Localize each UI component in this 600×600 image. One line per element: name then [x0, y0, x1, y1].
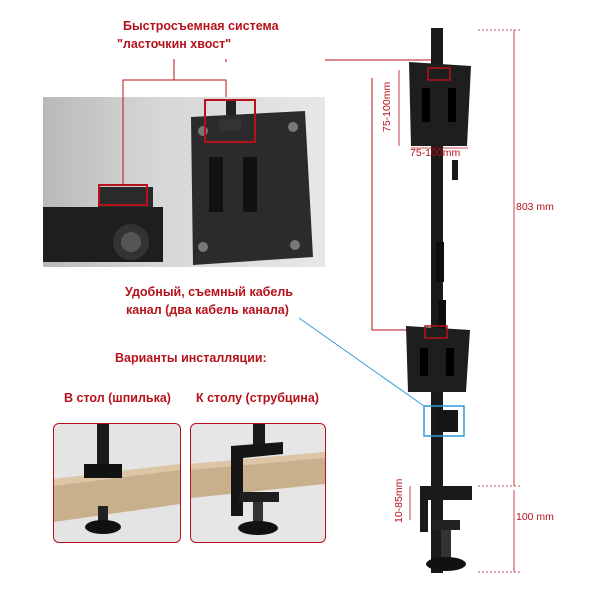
dovetail-label-line2: "ласточкин хвост" [117, 37, 232, 51]
base-height-dimension: 100 mm [516, 511, 554, 523]
clamp-install-illustration [191, 424, 325, 535]
vesa-vertical-dimension: 75-100mm [381, 81, 393, 132]
dovetail-closeup-illustration [43, 99, 313, 265]
bottom-vesa-plate [406, 325, 470, 392]
clamp-label: К столу (струбцина) [196, 391, 319, 405]
dovetail-closeup-photo [43, 97, 325, 267]
dovetail-label-line1: Быстросъемная система [123, 19, 279, 33]
clamp-base [420, 486, 472, 571]
vesa-horizontal-dimension: 75-100mm [410, 147, 461, 159]
cable-channel-label-line1: Удобный, съемный кабель [125, 285, 293, 299]
cable-channel-label-line2: канал (два кабель канала) [126, 303, 289, 317]
grommet-install-photo [53, 423, 181, 543]
desk-thickness-dimension: 10-85mm [393, 478, 405, 523]
grommet-label: В стол (шпилька) [64, 391, 171, 405]
clamp-install-photo [190, 423, 326, 543]
grommet-install-illustration [54, 424, 180, 534]
top-vesa-plate [409, 62, 471, 146]
install-options-title: Варианты инсталляции: [115, 351, 267, 365]
total-height-dimension: 803 mm [516, 201, 554, 213]
